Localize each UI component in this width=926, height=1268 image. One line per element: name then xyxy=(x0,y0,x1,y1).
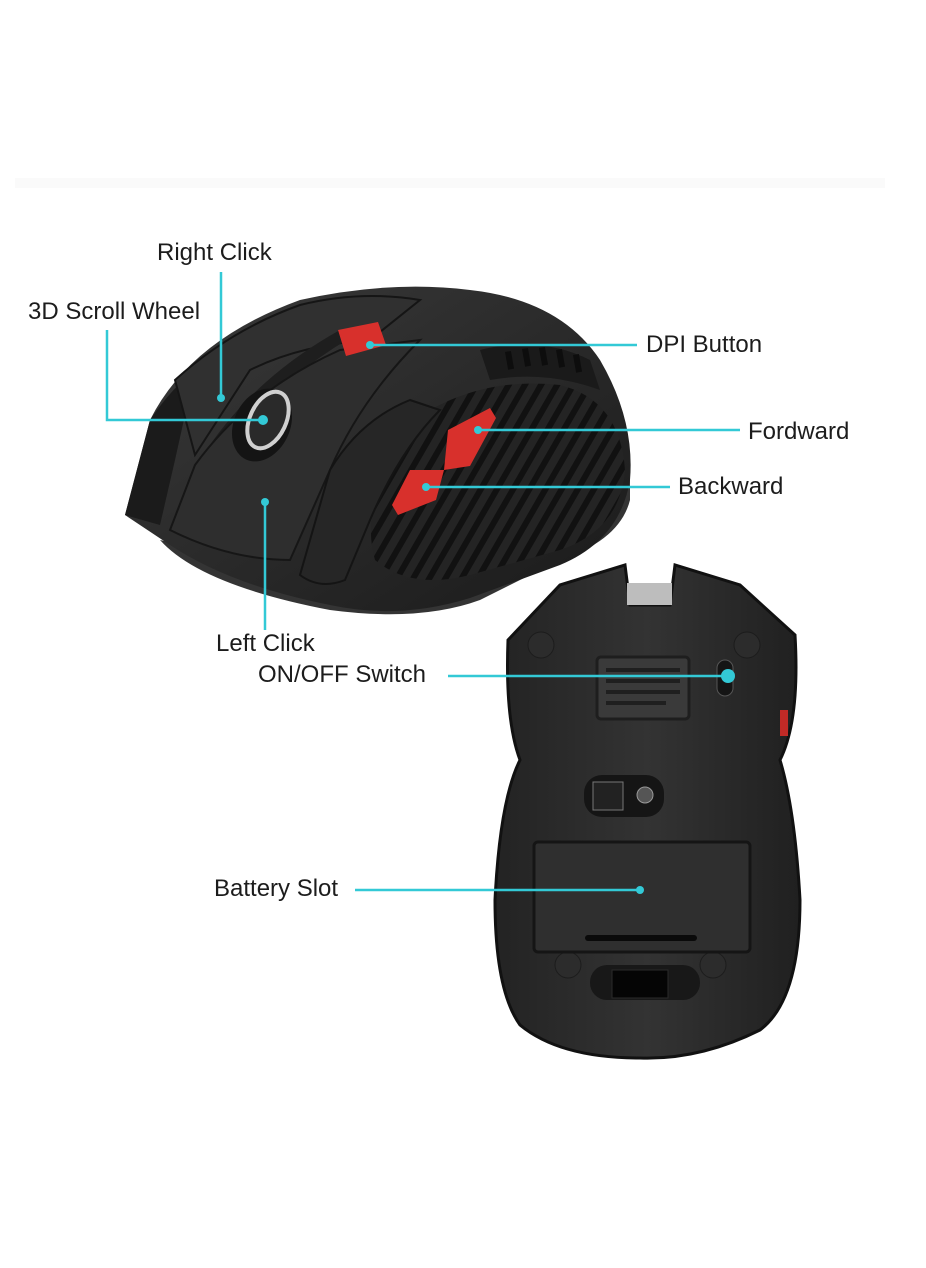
label-3d-scroll-wheel: 3D Scroll Wheel xyxy=(28,298,201,325)
battery-cover xyxy=(532,840,752,954)
label-dpi-button: DPI Button xyxy=(646,331,763,358)
info-sticker xyxy=(595,655,691,721)
dpi-button-shape xyxy=(338,322,386,356)
mouse-bottom-view xyxy=(493,563,802,1060)
scroll-wheel-callout-line xyxy=(105,330,263,422)
label-right-click: Right Click xyxy=(157,239,272,266)
forward-button-shape xyxy=(444,408,496,470)
backward-button-shape xyxy=(392,470,444,515)
callout-lines xyxy=(105,272,740,892)
callout-dots xyxy=(217,341,735,894)
label-battery-slot: Battery Slot xyxy=(214,875,339,902)
background-seam xyxy=(15,178,885,188)
label-on-off-switch: ON/OFF Switch xyxy=(258,661,427,688)
label-forward: Fordward xyxy=(748,418,850,445)
label-backward: Backward xyxy=(678,473,784,500)
mouse-top-view xyxy=(125,286,631,615)
label-left-click: Left Click xyxy=(216,630,315,657)
